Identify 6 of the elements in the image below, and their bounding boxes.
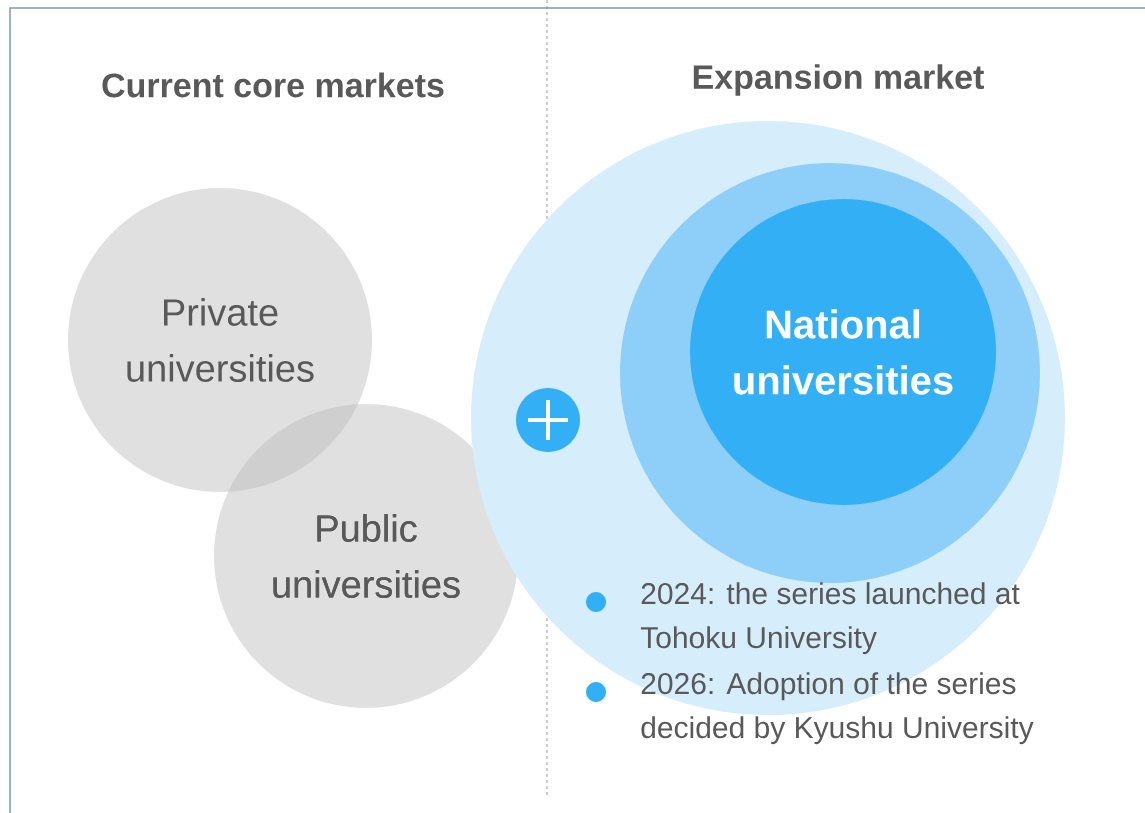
market-circle: [214, 404, 518, 708]
section-heading: Expansion market: [693, 64, 984, 96]
section-heading: Current core markets: [102, 72, 444, 98]
bullet-text: 2024: the series launched at Tohoku University: [640, 582, 1020, 655]
bullet-text: 2026: Adoption of the series decided by Kyushu University: [641, 672, 1034, 745]
node-label: Public universities: [273, 514, 460, 598]
